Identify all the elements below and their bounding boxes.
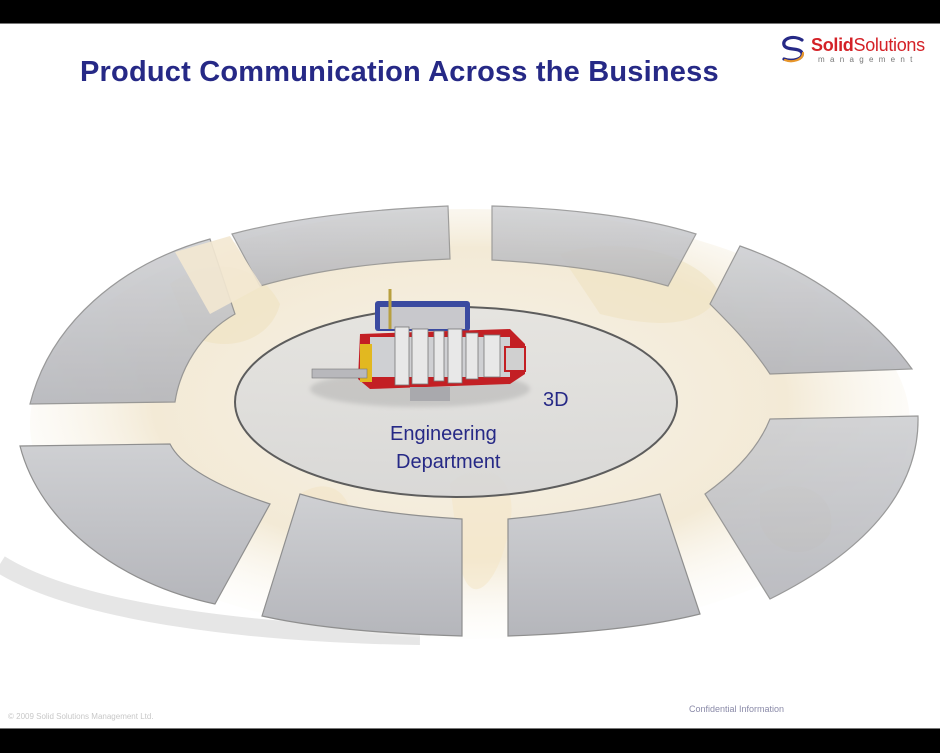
logo-subtitle: management: [818, 55, 918, 64]
ring-segment-3: [709, 245, 914, 375]
top-letterbox-bar: [0, 0, 940, 24]
bottom-letterbox-bar: [0, 728, 940, 753]
label-3d: 3D: [543, 389, 569, 411]
copyright-footer: © 2009 Solid Solutions Management Ltd.: [8, 712, 154, 721]
ring-segment-8: [29, 238, 236, 405]
slide-title: Product Communication Across the Busines…: [80, 56, 719, 88]
slide: Product Communication Across the Busines…: [0, 24, 940, 728]
confidential-footer: Confidential Information: [689, 704, 785, 714]
decorative-swoosh: [0, 556, 421, 645]
ring-segment-4: [704, 415, 919, 600]
gearbox-3d-model-image: [310, 289, 530, 407]
logo-brand-regular: Solutions: [853, 35, 926, 55]
company-logo: SolidSolutions management: [778, 32, 938, 66]
ring-segment-6: [261, 493, 463, 637]
communication-ring-diagram: 3D Engineering Department: [0, 205, 919, 645]
ring-segment-5: [507, 493, 701, 637]
logo-swoosh-icon: [782, 35, 805, 63]
ring-segment-7: [19, 443, 271, 605]
logo-brand-bold: Solid: [811, 35, 854, 55]
label-engineering: Engineering: [390, 423, 497, 445]
ring-segment-1: [231, 205, 451, 287]
logo-wordmark: SolidSolutions: [811, 35, 925, 56]
label-department: Department: [396, 451, 501, 473]
ring-segments: [19, 205, 919, 637]
ring-segment-2: [491, 205, 697, 287]
